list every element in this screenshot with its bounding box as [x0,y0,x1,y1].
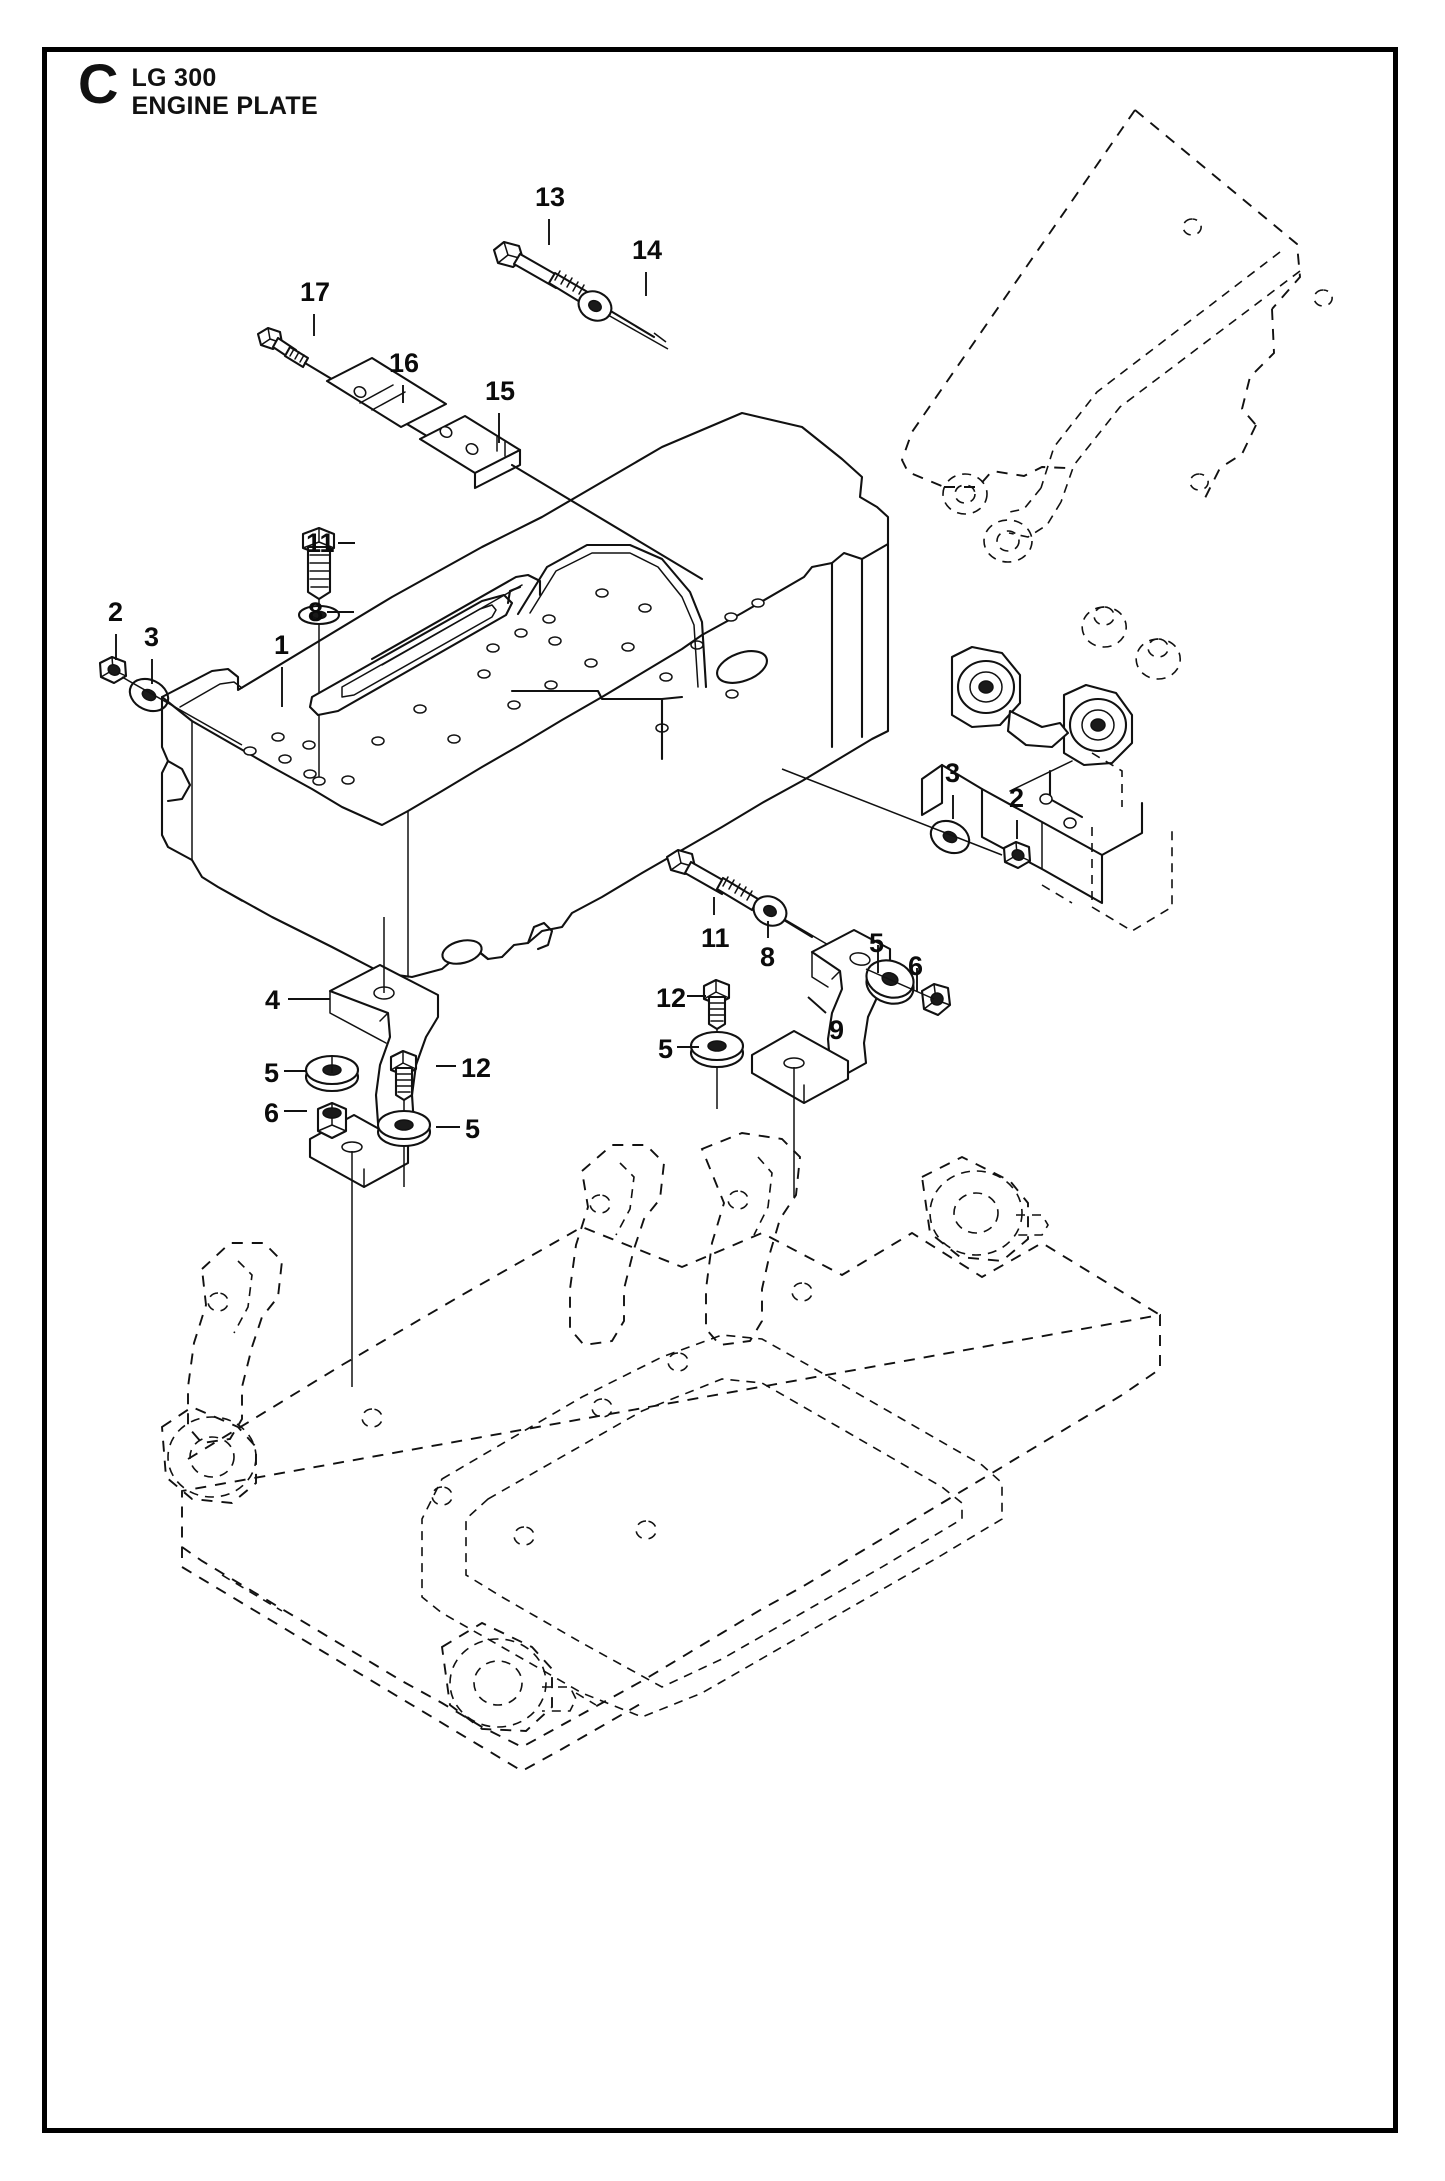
part-16-clamp-plate [325,356,448,429]
callout-5-b: 5 [465,1114,481,1144]
part-6-lock-nut-right [920,982,952,1017]
callout-11-b: 11 [701,923,730,953]
part-6-lock-nut-left [316,1055,348,1140]
callout-5-c: 5 [658,1034,674,1064]
part-2-lock-nut-left [98,655,128,685]
callout-3-b: 3 [945,758,961,788]
callout-6-a: 6 [264,1098,280,1128]
callout-12-a: 12 [461,1053,492,1083]
callout-14: 14 [632,235,663,265]
callout-8-a: 8 [308,597,324,627]
part-1-engine-plate [160,411,890,979]
part-14-flat-washer [577,290,613,322]
callout-4: 4 [265,985,281,1015]
callout-11-a: 11 [306,528,335,558]
callout-3-a: 3 [144,622,160,652]
title-lines: LG 300 ENGINE PLATE [131,58,318,121]
model-name: LG 300 [131,64,217,92]
callout-13: 13 [535,182,566,212]
leader-lines [115,219,1018,1128]
callout-2-b: 2 [1009,783,1025,813]
callout-6-b: 6 [908,951,924,981]
callout-16: 16 [389,348,420,378]
callout-5-a: 5 [264,1058,280,1088]
callout-5-d: 5 [869,928,885,958]
drawing-canvas: .ln { fill:none; stroke:#111; stroke-wid… [98,109,1333,1773]
hinge-mechanism [510,543,1181,932]
part-11-hex-bolt-right [665,848,814,939]
phantom-base-plate [161,1132,1161,1773]
technical-drawing: .ln { fill:none; stroke:#111; stroke-wid… [42,47,1398,2133]
callout-9: 9 [829,1015,845,1045]
part-8-flat-washer-left [297,604,341,626]
part-11-hex-bolt-left [301,526,336,782]
part-5-flat-washer-left [304,1054,360,1093]
part-13-hex-bolt [492,240,656,339]
assembly-name: ENGINE PLATE [131,92,318,121]
part-15-clamp-block [418,414,704,581]
section-letter: C [78,52,118,115]
axis-13 [607,314,669,350]
callout-15: 15 [485,376,516,406]
callout-1: 1 [274,630,290,660]
part-2-lock-nut-right [1002,840,1032,870]
callout-17: 17 [300,277,331,307]
part-5-flat-washer-center [689,1030,745,1069]
part-5-flat-washer-left-2 [376,1109,432,1148]
title-block: C LG 300 ENGINE PLATE [78,52,318,121]
callout-2-a: 2 [108,597,124,627]
part-3-flat-washer-right [929,819,971,855]
axis-2-3-left [121,676,243,746]
callout-12-b: 12 [656,983,687,1013]
callout-8-b: 8 [760,942,776,972]
deck-holes [243,588,765,786]
part-4-support-bracket-left [308,917,440,1387]
axis-2-3-right [781,768,1003,856]
sheet-border [42,47,1398,2133]
phantom-handle-assembly [900,109,1333,563]
